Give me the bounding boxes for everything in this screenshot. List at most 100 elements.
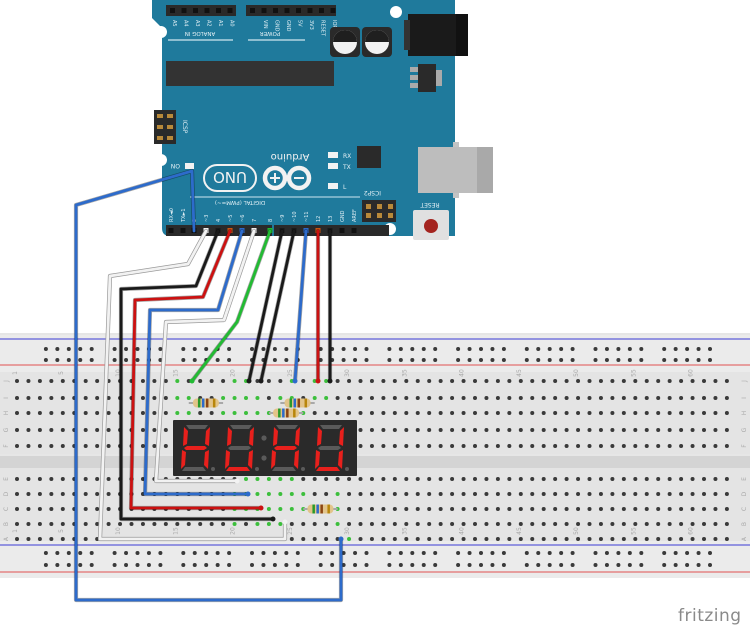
rail-hole[interactable] <box>227 563 232 567</box>
breadboard-hole[interactable] <box>312 537 317 541</box>
breadboard-hole[interactable] <box>576 477 581 481</box>
breadboard-hole[interactable] <box>667 444 672 448</box>
breadboard-hole[interactable] <box>106 477 111 481</box>
breadboard-hole[interactable] <box>415 444 420 448</box>
breadboard-hole[interactable] <box>163 411 168 415</box>
breadboard-hole[interactable] <box>26 428 31 432</box>
rail-hole[interactable] <box>364 563 369 567</box>
breadboard-hole[interactable] <box>702 477 706 481</box>
breadboard-hole[interactable] <box>473 379 477 383</box>
breadboard-hole[interactable] <box>358 477 363 481</box>
rail-hole[interactable] <box>89 563 94 567</box>
rail-hole[interactable] <box>433 551 438 555</box>
breadboard-hole[interactable] <box>690 507 695 511</box>
rail-hole[interactable] <box>146 551 151 555</box>
rail-hole[interactable] <box>547 347 552 351</box>
breadboard-hole[interactable] <box>633 522 638 526</box>
rail-hole[interactable] <box>456 358 461 362</box>
breadboard-hole[interactable] <box>633 379 638 383</box>
wire[interactable] <box>315 228 321 384</box>
breadboard-hole[interactable] <box>427 477 432 481</box>
breadboard-hole[interactable] <box>473 537 477 541</box>
breadboard-hole[interactable] <box>381 537 386 541</box>
breadboard-hole[interactable] <box>95 522 100 526</box>
rail-hole[interactable] <box>318 358 323 362</box>
breadboard-hole[interactable] <box>266 379 271 383</box>
breadboard-hole[interactable] <box>415 507 420 511</box>
breadboard-hole[interactable] <box>644 507 649 511</box>
breadboard-hole[interactable] <box>656 428 661 432</box>
breadboard-hole[interactable] <box>530 522 535 526</box>
rail-hole[interactable] <box>192 347 197 351</box>
header-pin[interactable] <box>170 8 175 13</box>
breadboard-hole[interactable] <box>450 411 455 415</box>
breadboard-hole[interactable] <box>26 507 31 511</box>
breadboard-hole[interactable] <box>598 477 603 481</box>
rail-hole[interactable] <box>341 347 346 351</box>
breadboard-hole[interactable] <box>37 396 42 400</box>
breadboard-hole[interactable] <box>484 492 489 496</box>
breadboard-hole[interactable] <box>553 379 558 383</box>
wire[interactable] <box>97 228 288 542</box>
breadboard-hole[interactable] <box>427 379 432 383</box>
breadboard-hole[interactable] <box>404 396 409 400</box>
rail-hole[interactable] <box>55 551 60 555</box>
breadboard-hole[interactable] <box>49 522 54 526</box>
breadboard-hole[interactable] <box>656 396 661 400</box>
breadboard-hole[interactable] <box>610 444 615 448</box>
breadboard-hole[interactable] <box>140 522 145 526</box>
rail-hole[interactable] <box>524 347 529 351</box>
breadboard-hole[interactable] <box>679 428 684 432</box>
breadboard-hole[interactable] <box>438 396 443 400</box>
rail-hole[interactable] <box>593 563 598 567</box>
breadboard-hole[interactable] <box>598 428 603 432</box>
breadboard-hole[interactable] <box>690 428 695 432</box>
breadboard-hole[interactable] <box>644 444 649 448</box>
breadboard-hole[interactable] <box>690 411 695 415</box>
breadboard-hole[interactable] <box>15 537 19 541</box>
breadboard-hole[interactable] <box>60 444 65 448</box>
rail-hole[interactable] <box>570 358 575 362</box>
breadboard-hole[interactable] <box>324 477 329 481</box>
rail-hole[interactable] <box>696 551 701 555</box>
breadboard-hole[interactable] <box>541 522 546 526</box>
rail-hole[interactable] <box>673 347 678 351</box>
rail-hole[interactable] <box>467 347 472 351</box>
wire[interactable] <box>246 228 285 384</box>
header-pin[interactable] <box>193 8 198 13</box>
breadboard-hole[interactable] <box>621 428 626 432</box>
breadboard-hole[interactable] <box>381 492 386 496</box>
breadboard-hole[interactable] <box>335 522 340 526</box>
breadboard-hole[interactable] <box>644 537 649 541</box>
breadboard-hole[interactable] <box>37 522 42 526</box>
breadboard-hole[interactable] <box>37 411 42 415</box>
header-pin[interactable] <box>273 8 278 13</box>
rail-hole[interactable] <box>708 347 712 351</box>
rail-hole[interactable] <box>490 347 495 351</box>
rail-hole[interactable] <box>78 563 83 567</box>
breadboard-hole[interactable] <box>15 444 19 448</box>
breadboard-hole[interactable] <box>415 537 420 541</box>
rail-hole[interactable] <box>364 347 369 351</box>
breadboard-hole[interactable] <box>163 522 168 526</box>
rail-hole[interactable] <box>341 358 346 362</box>
breadboard-hole[interactable] <box>473 477 477 481</box>
breadboard-hole[interactable] <box>610 411 615 415</box>
breadboard-hole[interactable] <box>621 411 626 415</box>
rail-hole[interactable] <box>456 563 461 567</box>
rail-hole[interactable] <box>272 563 277 567</box>
rail-hole[interactable] <box>696 563 701 567</box>
rail-hole[interactable] <box>662 347 667 351</box>
breadboard-hole[interactable] <box>702 444 706 448</box>
breadboard-hole[interactable] <box>221 522 226 526</box>
rail-hole[interactable] <box>673 551 678 555</box>
breadboard-hole[interactable] <box>198 379 203 383</box>
rail-hole[interactable] <box>112 563 117 567</box>
breadboard-hole[interactable] <box>152 411 157 415</box>
rail-hole[interactable] <box>318 551 323 555</box>
breadboard-hole[interactable] <box>610 396 615 400</box>
rail-hole[interactable] <box>398 551 403 555</box>
breadboard-hole[interactable] <box>404 379 409 383</box>
rail-hole[interactable] <box>467 551 472 555</box>
rail-hole[interactable] <box>192 358 197 362</box>
